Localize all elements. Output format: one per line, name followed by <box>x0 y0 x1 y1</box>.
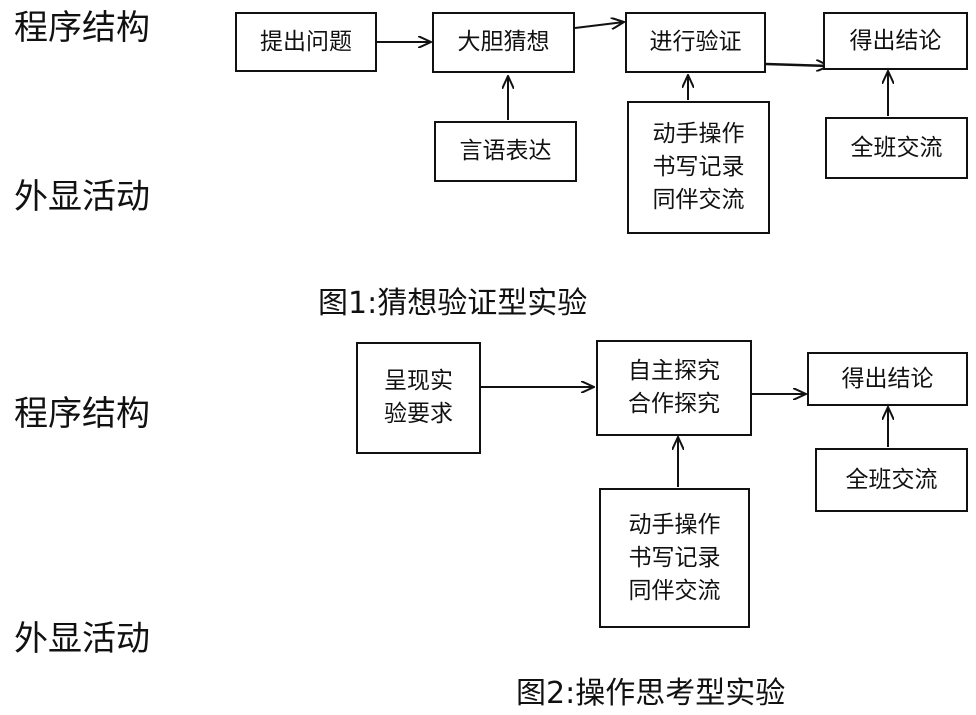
structure-label-2: 程序结构 <box>14 394 150 434</box>
activity-label-1: 外显活动 <box>14 177 150 217</box>
box-verify: 进行验证 <box>625 12 766 73</box>
box-text-line: 书写记录 <box>628 544 721 571</box>
box-conclusion-2: 得出结论 <box>807 352 968 406</box>
structure-label-1: 程序结构 <box>14 8 150 48</box>
box-text-line: 合作探究 <box>628 391 720 417</box>
arrow-verify-to-conclusion <box>765 64 829 66</box>
box-text-line: 得出结论 <box>849 27 942 54</box>
box-bold-guess: 大胆猜想 <box>432 12 575 73</box>
activity-label-2: 外显活动 <box>14 619 150 659</box>
box-class-exchange-1: 全班交流 <box>825 117 968 179</box>
box-text-line: 同伴交流 <box>628 577 721 604</box>
figure-2-caption: 图2:操作思考型实验 <box>516 676 786 711</box>
box-present-requirements: 呈现实验要求 <box>356 342 481 454</box>
box-text-line: 提出问题 <box>260 28 352 55</box>
box-text-line: 书写记录 <box>652 154 745 180</box>
box-class-exchange-2: 全班交流 <box>815 448 968 512</box>
box-text-line: 得出结论 <box>841 365 934 392</box>
arrow-guess-to-verify <box>574 22 624 28</box>
box-text-line: 动手操作 <box>652 121 745 147</box>
box-activities-2: 动手操作书写记录同伴交流 <box>599 488 750 628</box>
box-text-line: 言语表达 <box>459 138 552 164</box>
box-text-line: 全班交流 <box>845 466 938 493</box>
box-text-line: 大胆猜想 <box>457 29 550 55</box>
box-text-line: 验要求 <box>384 401 453 427</box>
box-text-line: 全班交流 <box>850 134 943 161</box>
box-raise-question: 提出问题 <box>235 12 377 72</box>
box-explore: 自主探究合作探究 <box>596 340 752 436</box>
figure-1-caption: 图1:猜想验证型实验 <box>318 286 588 321</box>
box-verbal-expression: 言语表达 <box>434 121 577 182</box>
box-activities-1: 动手操作书写记录同伴交流 <box>627 101 770 234</box>
box-text-line: 呈现实 <box>384 368 453 394</box>
box-text-line: 同伴交流 <box>652 187 745 213</box>
box-text-line: 动手操作 <box>628 511 721 538</box>
box-conclusion-1: 得出结论 <box>823 12 968 70</box>
box-text-line: 自主探究 <box>628 358 720 384</box>
box-text-line: 进行验证 <box>649 29 742 55</box>
